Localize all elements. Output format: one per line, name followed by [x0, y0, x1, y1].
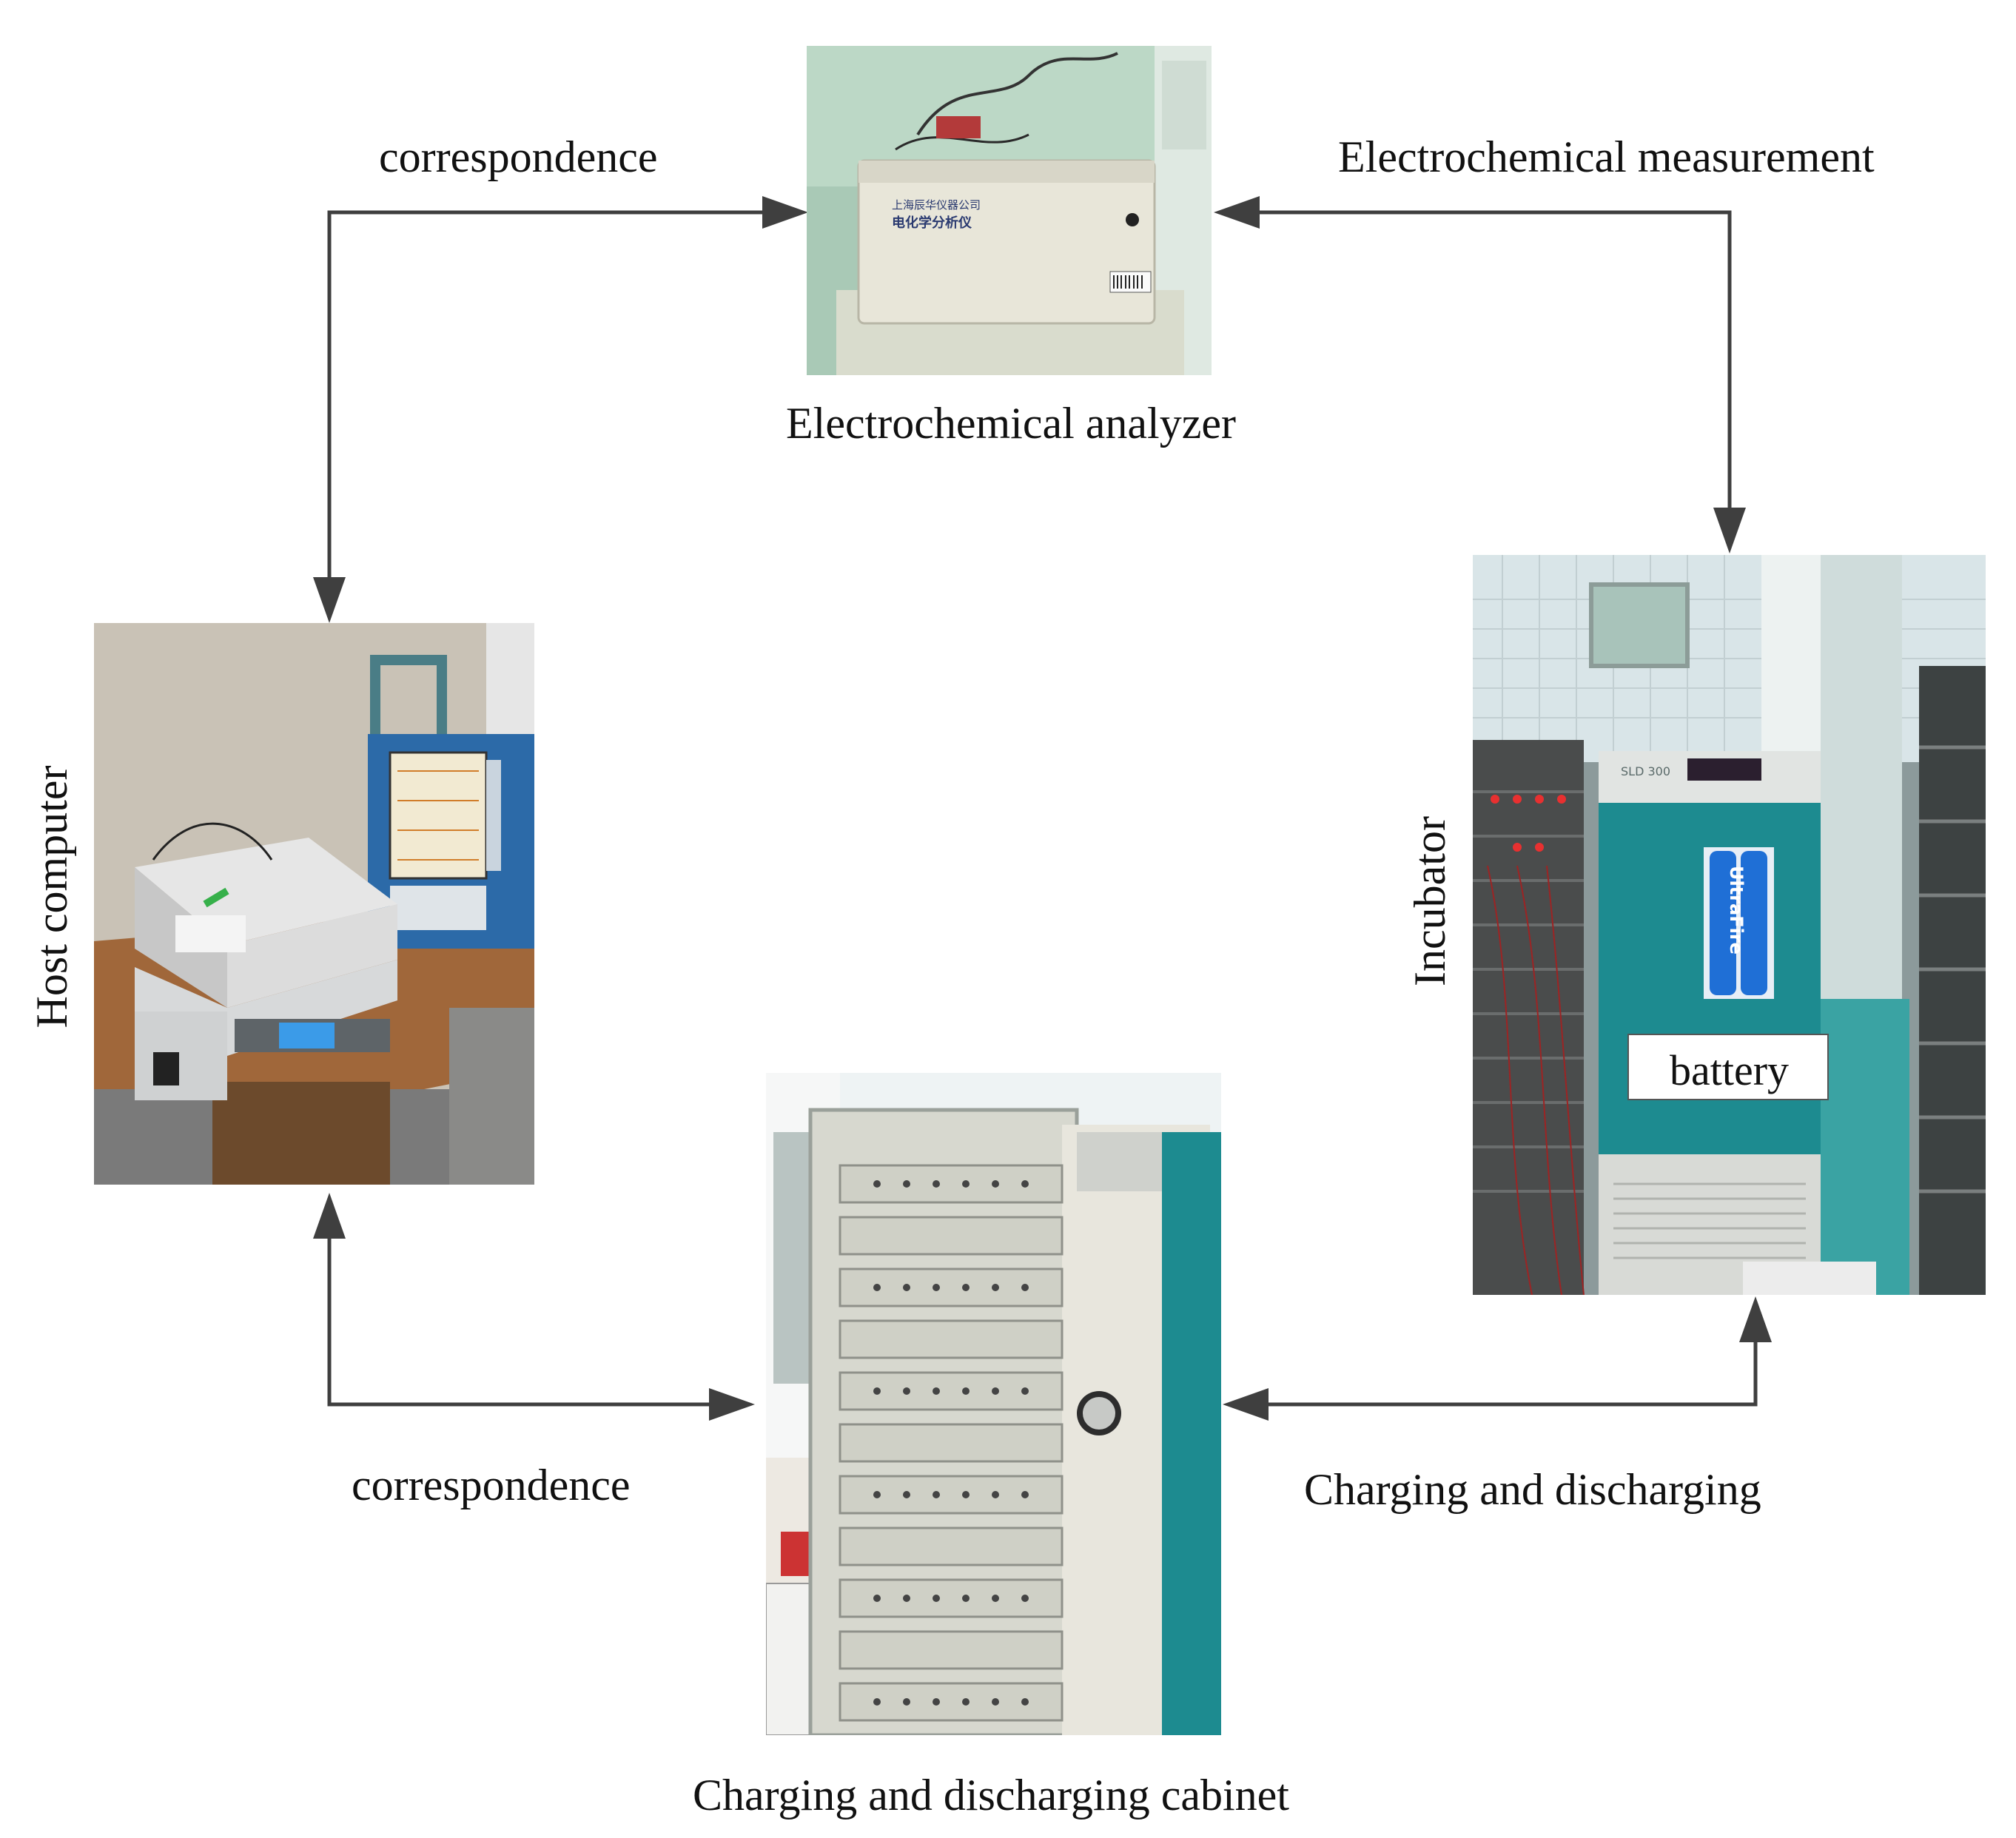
arrowhead-to-cabinet-right — [1223, 1388, 1269, 1421]
cabinet-photo — [766, 1073, 1221, 1735]
incubator-model-text: SLD 300 — [1621, 764, 1670, 778]
incubator-photo: SLD 300 UltraFire — [1473, 555, 1986, 1295]
label-incubator: Incubator — [1405, 816, 1454, 986]
arrow-cabinet-incubator — [1266, 1339, 1758, 1407]
analyzer-maker-text: 上海辰华仪器公司 — [892, 198, 981, 212]
label-correspondence-top: correspondence — [379, 132, 658, 181]
analyzer-name-text: 电化学分析仪 — [892, 215, 972, 231]
label-charging-discharging-cabinet: Charging and discharging cabinet — [693, 1771, 1289, 1820]
analyzer-photo: 上海辰华仪器公司 电化学分析仪 — [807, 46, 1212, 375]
arrowhead-to-analyzer — [762, 196, 808, 229]
arrowhead-to-cabinet — [709, 1388, 755, 1421]
arrow-host-analyzer — [327, 210, 770, 585]
arrowhead-to-host-bottom — [313, 1193, 346, 1239]
label-correspondence-bottom: correspondence — [352, 1461, 631, 1509]
host-computer-photo — [94, 623, 534, 1185]
arrow-analyzer-incubator — [1258, 210, 1732, 511]
arrow-host-cabinet — [327, 1236, 710, 1407]
label-electrochemical-measurement: Electrochemical measurement — [1338, 132, 1875, 181]
label-electrochemical-analyzer: Electrochemical analyzer — [786, 399, 1236, 448]
label-charging-discharging: Charging and discharging — [1304, 1465, 1761, 1514]
battery-brand-text: UltraFire — [1726, 866, 1747, 955]
label-host-computer: Host computer — [27, 765, 76, 1029]
arrowhead-to-incubator — [1713, 508, 1746, 553]
arrowhead-to-analyzer-right — [1214, 196, 1260, 229]
label-battery: battery — [1670, 1046, 1790, 1094]
arrowhead-to-host-top — [313, 577, 346, 623]
arrowhead-to-incubator-bottom — [1739, 1296, 1772, 1342]
